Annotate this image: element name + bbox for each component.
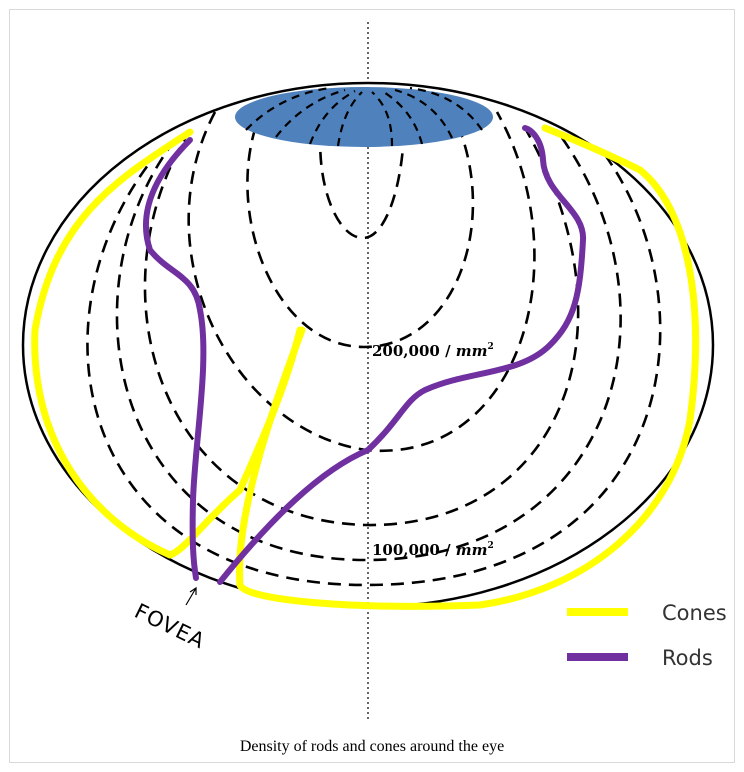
optic-disc xyxy=(235,87,493,147)
cones-curve-right xyxy=(236,124,700,610)
isodensity-contour-4 xyxy=(143,127,580,527)
optic-disc-meridians xyxy=(245,86,483,147)
isodensity-contour-3 xyxy=(187,111,536,453)
rods-curve-right xyxy=(217,125,587,585)
fovea-label: FOVEA xyxy=(131,599,209,654)
isodensity-contour-5 xyxy=(115,134,622,562)
cones-curves xyxy=(31,124,700,610)
isodensity-label-200k: 200,000 / mm2 xyxy=(372,342,494,360)
figure-caption: Density of rods and cones around the eye xyxy=(239,738,505,755)
rods-curve-left xyxy=(143,137,207,581)
cones-curve-left xyxy=(31,128,304,559)
isodensity-label-100k: 100,000 / mm2 xyxy=(372,541,494,559)
legend-label-cones: Cones xyxy=(662,601,727,625)
legend: Cones Rods xyxy=(567,601,727,670)
legend-label-rods: Rods xyxy=(662,646,713,670)
isodensity-contour-6 xyxy=(86,147,662,587)
fovea-arrow xyxy=(185,586,197,606)
isodensity-contour-2 xyxy=(246,107,475,349)
rods-curves xyxy=(143,125,587,585)
